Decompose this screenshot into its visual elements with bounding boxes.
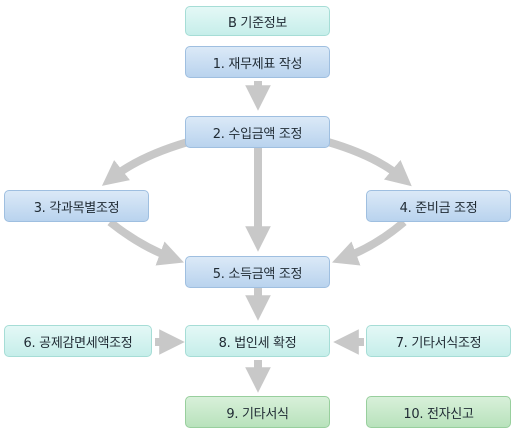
- arrow-step4-to-step5: [332, 218, 407, 266]
- node-step4[interactable]: 4. 준비금 조정: [366, 190, 511, 222]
- node-step7-label: 7. 기타서식조정: [395, 335, 482, 351]
- node-step1-label: 1. 재무제표 작성: [212, 56, 303, 72]
- node-step5-label: 5. 소득금액 조정: [212, 266, 303, 282]
- node-step10[interactable]: 10. 전자신고: [366, 396, 511, 428]
- node-step10-label: 10. 전자신고: [403, 406, 474, 422]
- arrow-step2-to-step4: [326, 138, 412, 187]
- node-step8-label: 8. 법인세 확정: [218, 335, 297, 351]
- node-step5[interactable]: 5. 소득금액 조정: [185, 256, 330, 288]
- node-b-info[interactable]: B 기준정보: [185, 6, 330, 36]
- arrow-step2-to-step3: [101, 138, 190, 186]
- node-step6[interactable]: 6. 공제감면세액조정: [4, 325, 152, 357]
- node-step2-label: 2. 수입금액 조정: [212, 126, 303, 142]
- node-step4-label: 4. 준비금 조정: [399, 200, 478, 216]
- node-step6-label: 6. 공제감면세액조정: [23, 335, 133, 351]
- node-step7[interactable]: 7. 기타서식조정: [366, 325, 511, 357]
- node-step9[interactable]: 9. 기타서식: [185, 396, 330, 428]
- node-step3-label: 3. 각과목별조정: [33, 200, 120, 216]
- node-step9-label: 9. 기타서식: [226, 406, 289, 422]
- node-step8[interactable]: 8. 법인세 확정: [185, 325, 330, 357]
- arrow-step3-to-step5: [107, 218, 184, 266]
- node-b-info-label: B 기준정보: [227, 15, 288, 31]
- node-step3[interactable]: 3. 각과목별조정: [4, 190, 149, 222]
- node-step1[interactable]: 1. 재무제표 작성: [185, 46, 330, 78]
- node-step2[interactable]: 2. 수입금액 조정: [185, 116, 330, 148]
